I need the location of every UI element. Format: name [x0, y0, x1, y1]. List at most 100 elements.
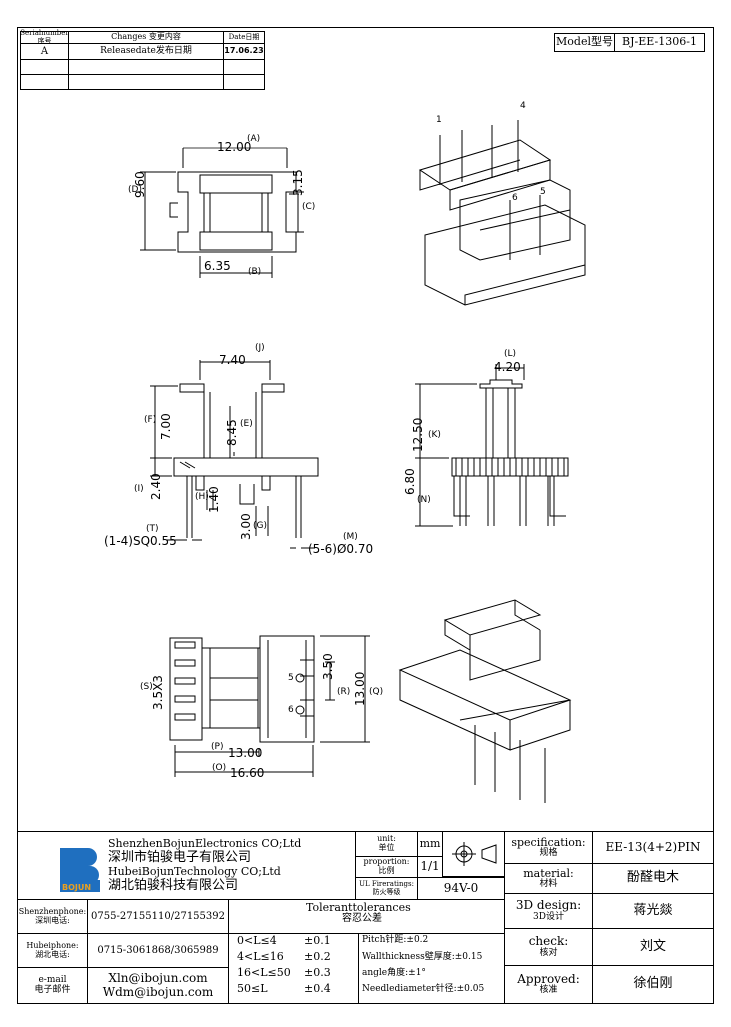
- tag-t: (T): [146, 524, 159, 534]
- dim-k: 12.50: [411, 417, 425, 452]
- email-2: Wdm@ibojun.com: [102, 984, 214, 999]
- design-label-cn: 3D设计: [533, 911, 564, 922]
- side-view-outline: [415, 364, 569, 527]
- tag-d: (D): [128, 185, 142, 195]
- iso-pin-5-label: 5: [540, 187, 546, 197]
- tolerance-title: Toleranttolerances: [306, 901, 411, 914]
- approved-value: 徐伯刚: [592, 965, 714, 1004]
- check-value: 刘文: [592, 928, 714, 966]
- tag-m: (M): [343, 532, 358, 542]
- tag-l: (L): [504, 349, 517, 359]
- iso-view-top-outline: [418, 120, 586, 306]
- bottom-pin-5-label: 5: [288, 673, 294, 683]
- tag-p: (P): [211, 742, 224, 752]
- hb-phone-label: Hubeiphone:: [26, 940, 79, 950]
- tol-value-2: ±0.2: [304, 950, 331, 963]
- front-view-outline: [150, 360, 319, 549]
- tag-g: (G): [253, 521, 267, 531]
- tol-value-1: ±0.1: [304, 934, 331, 947]
- iso-pin-6-label: 6: [512, 193, 518, 203]
- dim-i: 2.40: [149, 473, 163, 500]
- tol-range-4: 50≤L: [237, 982, 268, 995]
- material-label: material:: [523, 866, 574, 880]
- unit-label-cn: 单位: [378, 843, 395, 852]
- dim-f: 7.00: [159, 413, 173, 440]
- approved-label-cn: 核准: [539, 985, 558, 996]
- bottom-view-outline: [169, 635, 370, 777]
- iso-pin-1-label: 1: [436, 115, 442, 125]
- dim-q: 13.00: [353, 671, 367, 706]
- design-value: 蒋光燚: [592, 893, 714, 929]
- tol-note-1: Pitch针距:±0.2: [362, 935, 429, 945]
- tag-r: (R): [337, 687, 351, 697]
- dim-h: 1.40: [207, 486, 221, 513]
- spec-value: EE-13(4+2)PIN: [592, 831, 714, 864]
- tag-f: (F): [144, 415, 157, 425]
- tol-value-3: ±0.3: [304, 966, 331, 979]
- email-1: Xln@ibojun.com: [108, 971, 208, 986]
- pin-spec-m: (5-6)Ø0.70: [308, 542, 374, 556]
- bottom-pin-6-label: 6: [288, 705, 294, 715]
- rev-empty-cell: [223, 74, 265, 90]
- logo-text: BOJUN: [62, 883, 92, 892]
- dim-s: 3.5X3: [151, 675, 165, 710]
- tag-a: (A): [247, 134, 261, 144]
- hb-phone-label-cn: 湖北电话:: [35, 949, 70, 959]
- dim-l: 4.20: [494, 360, 521, 374]
- email-label-cn: 电子邮件: [34, 984, 71, 995]
- spec-label-cell: specification: 规格: [504, 831, 593, 864]
- tol-range-3: 16<L≤50: [237, 966, 291, 979]
- tol-note-3: angle角度:±1°: [362, 968, 426, 978]
- proportion-label-cn: 比例: [378, 866, 395, 875]
- projection-icon: [451, 842, 496, 866]
- tag-s: (S): [140, 682, 153, 692]
- proportion-value: 1/1: [417, 856, 443, 878]
- design-label: 3D design:: [515, 898, 582, 913]
- firerating-label-cell: UL Fireratings: 防火等级: [355, 877, 418, 900]
- dim-c: 3.15: [291, 169, 305, 196]
- iso-pin-4-label: 4: [520, 101, 526, 111]
- dim-o: 16.60: [230, 766, 265, 780]
- dim-j: 7.40: [219, 353, 246, 367]
- email-label: e-mail: [38, 974, 67, 985]
- material-value: 酚醛电木: [592, 863, 714, 894]
- hb-phone-value: 0715-3061868/3065989: [87, 933, 229, 968]
- company-name-en-2: HubeiBojunTechnology CO;Ltd: [108, 865, 281, 878]
- dim-p: 13.00: [228, 746, 263, 760]
- dim-r: 3.50: [321, 653, 335, 680]
- tag-j: (J): [255, 343, 265, 353]
- hb-phone-label-cell: Hubeiphone: 湖北电话:: [17, 933, 88, 968]
- tag-o: (O): [212, 763, 227, 773]
- dim-g: 3.00: [239, 513, 253, 540]
- unit-value: mm: [417, 831, 443, 857]
- check-label-cell: check: 核对: [504, 928, 593, 966]
- firerating-label: UL Fireratings:: [359, 879, 414, 888]
- tol-range-1: 0<L≤4: [237, 934, 277, 947]
- material-label-cell: material: 材料: [504, 863, 593, 894]
- sz-phone-value: 0755-27155110/27155392: [87, 899, 229, 934]
- tag-b: (B): [248, 267, 262, 277]
- tag-e: (E): [240, 419, 253, 429]
- pin-spec-t: (1-4)SQ0.55: [104, 534, 177, 548]
- tol-note-4: Needlediameter针径:±0.05: [362, 984, 485, 994]
- firerating-value: 94V-0: [417, 877, 505, 900]
- tag-n: (N): [417, 495, 431, 505]
- email-value-cell: Xln@ibojun.com Wdm@ibojun.com: [87, 967, 229, 1004]
- tag-k: (K): [428, 430, 441, 440]
- proportion-label-cell: proportion: 比例: [355, 856, 418, 878]
- tolerance-title-cn: 容忍公差: [342, 913, 382, 924]
- spec-label-cn: 规格: [539, 847, 558, 858]
- company-name-en-1: ShenzhenBojunElectronics CO;Ltd: [108, 837, 302, 850]
- design-label-cell: 3D design: 3D设计: [504, 893, 593, 929]
- company-name-cn-1: 深圳市铂骏电子有限公司: [108, 850, 252, 865]
- tol-value-4: ±0.4: [304, 982, 331, 995]
- check-label-cn: 核对: [539, 947, 558, 958]
- dim-e: 8.45: [225, 419, 239, 446]
- model-value: BJ-EE-1306-1: [614, 33, 705, 52]
- iso-view-bottom-outline: [398, 599, 572, 803]
- sz-phone-label: Shenzhenphone:: [18, 906, 87, 916]
- firerating-label-cn: 防火等级: [372, 887, 401, 896]
- tol-range-2: 4<L≤16: [237, 950, 284, 963]
- dim-a: 12.00: [217, 140, 252, 154]
